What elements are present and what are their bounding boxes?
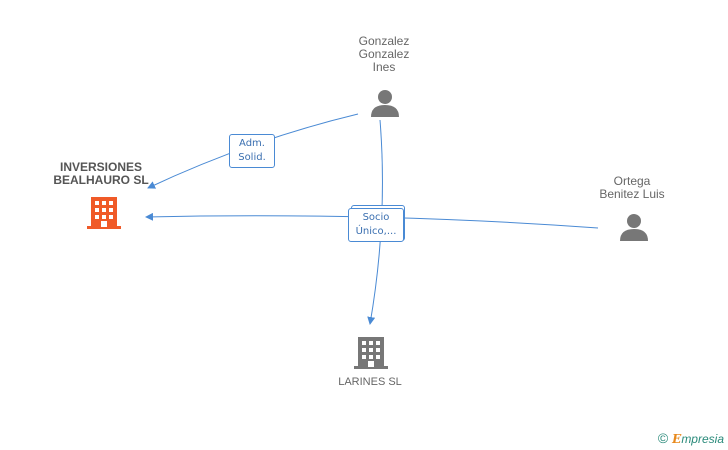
- node-label-inversiones[interactable]: INVERSIONES BEALHAURO SL: [40, 161, 162, 187]
- edge-label-line: Adm.: [239, 138, 265, 149]
- node-label-line: Ortega: [613, 174, 651, 188]
- person-icon-ortega[interactable]: [620, 214, 648, 241]
- node-label-line: Gonzalez: [358, 34, 410, 48]
- node-label-line: Benitez Luis: [599, 187, 665, 201]
- node-label-gonzalez[interactable]: Gonzalez Gonzalez Ines: [334, 35, 434, 74]
- node-label-line: Ines: [372, 60, 396, 74]
- node-label-line: BEALHAURO SL: [53, 173, 149, 187]
- node-label-line: LARINES SL: [338, 376, 402, 388]
- edge-label-socio-unico[interactable]: Socio Único,...: [348, 208, 404, 242]
- edge-label-line: Socio: [362, 212, 390, 223]
- node-label-larines[interactable]: LARINES SL: [320, 376, 420, 389]
- person-icon-gonzalez[interactable]: [371, 90, 399, 117]
- brand-initial: E: [672, 432, 682, 446]
- building-icon-larines[interactable]: [354, 337, 388, 369]
- node-label-line: Gonzalez: [358, 47, 410, 61]
- edge-label-line: Solid.: [238, 152, 266, 163]
- edge-label-line: Único,...: [355, 226, 397, 237]
- brand-name: mpresia: [681, 432, 724, 446]
- node-label-ortega[interactable]: Ortega Benitez Luis: [584, 175, 680, 201]
- node-label-line: INVERSIONES: [59, 160, 143, 174]
- empresia-logo: ©Empresia: [658, 430, 724, 446]
- edge-label-adm-solid[interactable]: Adm. Solid.: [229, 134, 275, 168]
- copyright-symbol: ©: [657, 430, 669, 446]
- building-icon[interactable]: [87, 197, 121, 229]
